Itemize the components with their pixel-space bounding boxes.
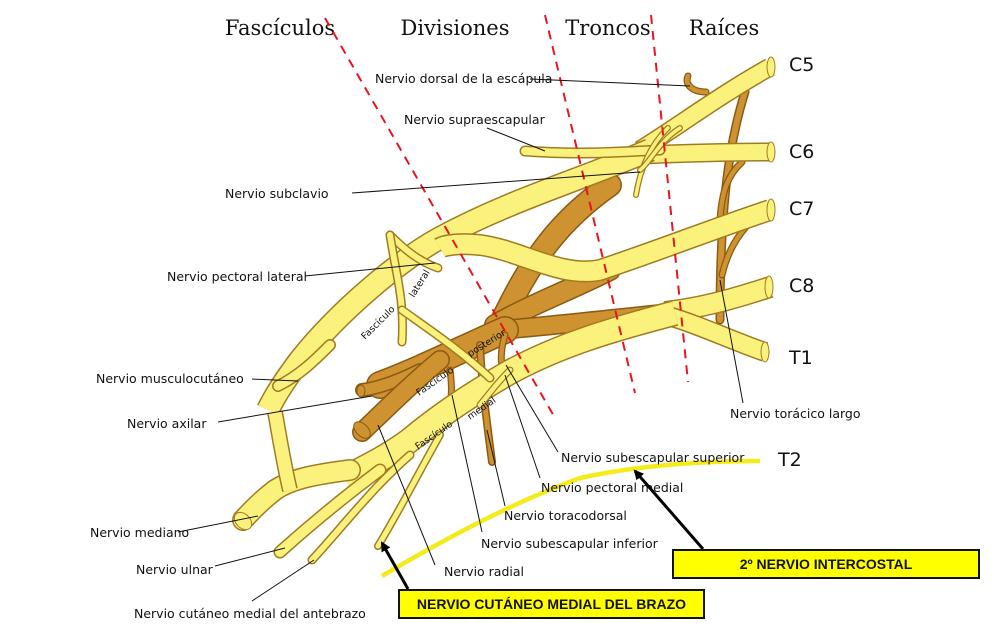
- callout-intercostal-text: 2º NERVIO INTERCOSTAL: [739, 556, 913, 572]
- label-axilar: Nervio axilar: [127, 416, 207, 431]
- lateral-cord-label-b: lateral: [407, 268, 432, 300]
- header-divisiones: Divisiones: [401, 16, 510, 40]
- leader-lines: [177, 78, 744, 602]
- label-subescapular-superior: Nervio subescapular superior: [561, 450, 745, 465]
- division-line-1: [324, 17, 556, 419]
- label-ulnar: Nervio ulnar: [136, 562, 214, 577]
- header-troncos: Troncos: [565, 16, 650, 40]
- callout-intercostal: 2º NERVIO INTERCOSTAL: [672, 549, 980, 579]
- label-musculocutaneo: Nervio musculocutáneo: [96, 371, 244, 386]
- t2-intercostal-nerve: [380, 458, 761, 578]
- label-pectoral-medial: Nervio pectoral medial: [541, 480, 683, 495]
- label-cutaneo-antebrazo: Nervio cutáneo medial del antebrazo: [134, 606, 366, 621]
- label-toracodorsal: Nervio toracodorsal: [504, 508, 627, 523]
- root-label-c6: C6: [789, 141, 814, 163]
- arrow-cutaneo-brazo: [380, 541, 410, 590]
- label-dorsal-escapula: Nervio dorsal de la escápula: [375, 71, 552, 86]
- root-label-t2: T2: [777, 449, 802, 471]
- callout-cutaneo-brazo-text: NERVIO CUTÁNEO MEDIAL DEL BRAZO: [416, 596, 687, 612]
- root-label-c8: C8: [789, 275, 814, 297]
- header-raices: Raíces: [689, 16, 760, 40]
- label-pectoral-lateral: Nervio pectoral lateral: [167, 269, 307, 284]
- label-subclavio: Nervio subclavio: [225, 186, 329, 201]
- anterior-system: [232, 56, 776, 565]
- callout-cutaneo-brazo: NERVIO CUTÁNEO MEDIAL DEL BRAZO: [398, 589, 705, 619]
- label-mediano: Nervio mediano: [90, 525, 189, 540]
- division-line-3: [650, 14, 689, 383]
- root-label-c7: C7: [789, 198, 814, 220]
- lateral-cord-label-a: Fascículo: [359, 304, 397, 342]
- label-toracico-largo: Nervio torácico largo: [730, 406, 861, 421]
- root-label-c5: C5: [789, 54, 814, 76]
- division-line-2: [544, 14, 636, 394]
- header-fasciculos: Fascículos: [225, 16, 335, 40]
- root-label-t1: T1: [788, 347, 813, 369]
- label-supraescapular: Nervio supraescapular: [404, 112, 546, 127]
- label-subescapular-inferior: Nervio subescapular inferior: [481, 536, 659, 551]
- label-radial: Nervio radial: [444, 564, 524, 579]
- arrow-intercostal: [633, 469, 705, 550]
